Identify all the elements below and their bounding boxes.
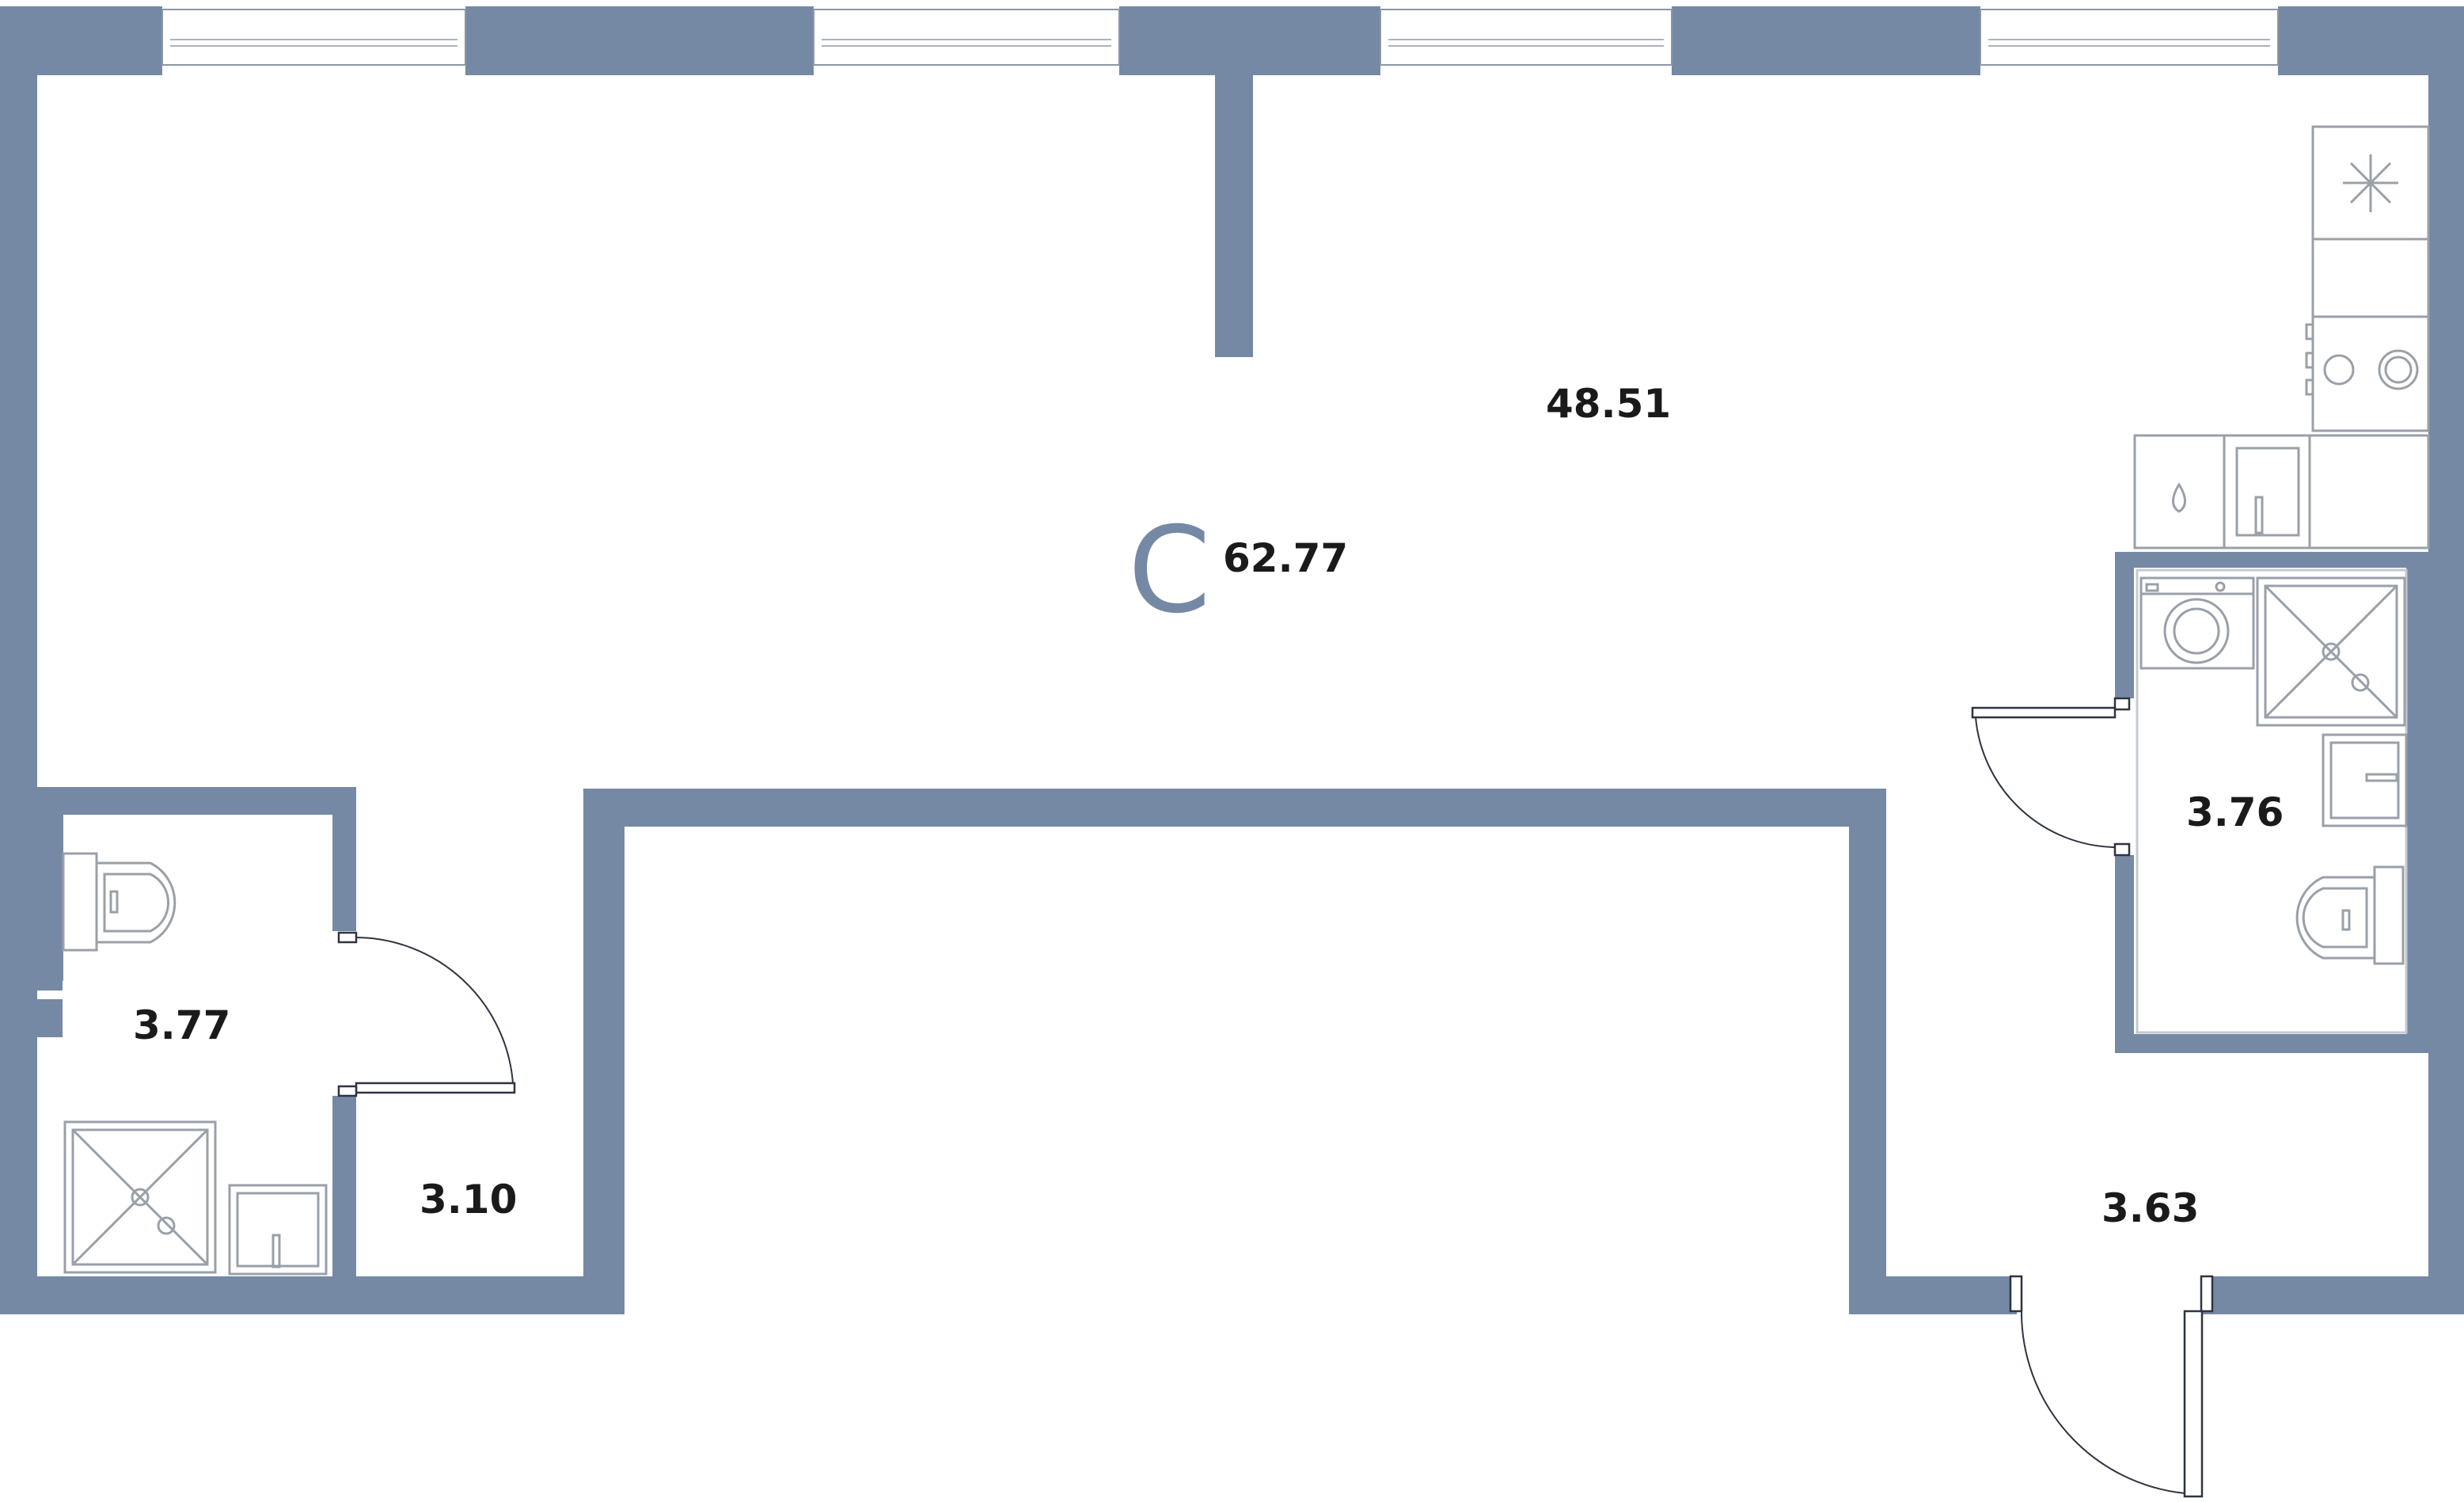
wall-center-left — [583, 789, 625, 1314]
wall-bath-left-top — [0, 787, 356, 815]
closet-area-label: 3.10 — [420, 1177, 517, 1223]
freezer-icon — [2311, 125, 2430, 241]
window-2 — [813, 9, 1120, 66]
window-4 — [1980, 9, 2279, 66]
wall-bath-left-shaft — [47, 815, 63, 981]
washing-machine-icon — [2139, 576, 2255, 670]
wall-center-right — [1849, 789, 1886, 1314]
washbasin-icon — [2322, 733, 2408, 827]
wall-top-2 — [465, 6, 814, 75]
toilet-icon — [62, 852, 177, 952]
door-jamb-bath-left — [337, 931, 358, 944]
wall-bath-left-right-lower — [332, 1096, 356, 1314]
wall-center-top — [583, 789, 1886, 827]
labels: С 62.77 48.51 3.77 3.10 3.76 3.63 — [133, 381, 2284, 1231]
wall-partition-top — [1215, 75, 1253, 357]
bathroom-left — [62, 852, 328, 1276]
toilet-icon — [2295, 865, 2405, 965]
door-jamb-entry-left — [2009, 1275, 2023, 1313]
wall-bath-left-block — [37, 999, 63, 1037]
window-1 — [161, 9, 466, 66]
door-jamb-entry-right — [2200, 1275, 2214, 1313]
wall-top-1 — [0, 6, 162, 75]
wall-bath-left-right-upper — [332, 787, 356, 931]
doors — [337, 697, 2214, 1498]
shower-icon — [63, 1120, 217, 1274]
apartment-type-letter: С — [1128, 502, 1211, 640]
wall-bath-right-bottom — [2115, 1034, 2464, 1053]
wall-top-4 — [1672, 6, 1980, 75]
walls — [0, 6, 2464, 1314]
wall-bottom-right-b — [2211, 1276, 2464, 1314]
wall-top-3 — [1119, 6, 1380, 75]
kitchen-sink-icon — [2133, 434, 2430, 549]
living-area-label: 48.51 — [1546, 381, 1671, 427]
hall-area-label: 3.63 — [2101, 1185, 2199, 1231]
kitchen — [2133, 125, 2430, 549]
wall-bath-right-shaft — [2406, 568, 2428, 1034]
total-area-label: 62.77 — [1223, 535, 1348, 581]
bathroom-left-area-label: 3.77 — [133, 1002, 230, 1048]
wall-bath-right-left-upper — [2115, 552, 2134, 698]
door-jamb-bath-right — [2113, 697, 2131, 711]
wall-top-5 — [2278, 6, 2464, 75]
wall-bottom-right-a — [1849, 1276, 2007, 1314]
bathroom-right — [2139, 576, 2408, 965]
door-leaf-bath-right[interactable] — [1971, 706, 2117, 719]
wall-bottom-left — [0, 1276, 625, 1314]
washbasin-icon — [228, 1184, 328, 1276]
wall-right — [2428, 75, 2464, 1314]
stove-icon — [2305, 238, 2430, 432]
window-3 — [1380, 9, 1672, 66]
shower-icon — [2256, 576, 2406, 727]
door-leaf-bath-left[interactable] — [355, 1082, 516, 1094]
bathroom-right-area-label: 3.76 — [2186, 789, 2284, 835]
wall-left — [0, 75, 37, 1310]
wall-bath-right-left-lower — [2115, 855, 2134, 1053]
entrance-door-leaf[interactable] — [2183, 1310, 2204, 1498]
wall-bath-right-top — [2115, 552, 2464, 568]
